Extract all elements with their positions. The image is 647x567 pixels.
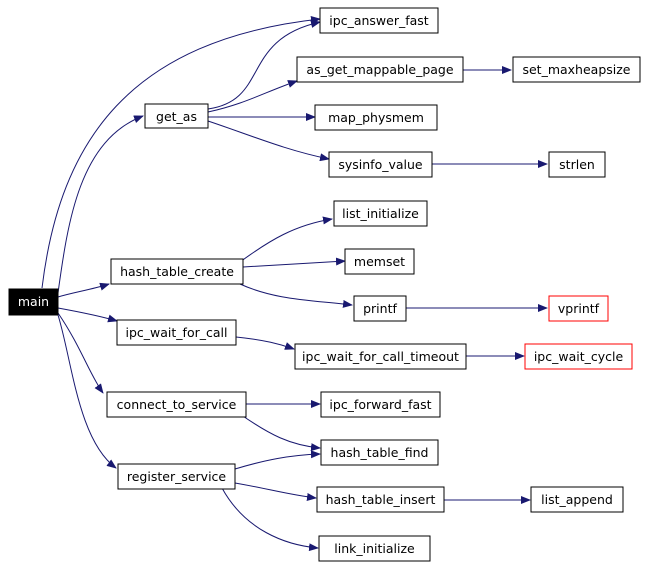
edge-register-service-hash-table-find: [234, 450, 321, 470]
node-label-ipc-wait-cycle: ipc_wait_cycle: [534, 349, 624, 364]
node-hash-table-find[interactable]: hash_table_find: [320, 439, 439, 466]
node-main[interactable]: main: [8, 288, 59, 316]
edge-get-as-ipc-answer-fast: [207, 20, 321, 110]
node-link-initialize[interactable]: link_initialize: [318, 535, 431, 562]
node-label-list-initialize: list_initialize: [342, 206, 419, 221]
node-list-append[interactable]: list_append: [530, 486, 624, 513]
node-label-as-get-mappable-page: as_get_mappable_page: [306, 62, 453, 77]
node-printf[interactable]: printf: [353, 295, 407, 322]
node-label-ipc-wait-for-call: ipc_wait_for_call: [126, 325, 228, 340]
node-label-connect-to-service: connect_to_service: [117, 397, 237, 412]
node-ipc-wait-for-call-timeout[interactable]: ipc_wait_for_call_timeout: [294, 343, 467, 370]
node-label-hash-table-insert: hash_table_insert: [326, 492, 436, 507]
node-ipc-wait-for-call[interactable]: ipc_wait_for_call: [116, 319, 237, 346]
node-label-ipc-forward-fast: ipc_forward_fast: [329, 397, 431, 412]
node-connect-to-service[interactable]: connect_to_service: [106, 391, 247, 418]
node-hash-table-create[interactable]: hash_table_create: [110, 258, 244, 285]
node-label-hash-table-create: hash_table_create: [120, 264, 234, 279]
node-label-set-maxheapsize: set_maxheapsize: [522, 62, 630, 77]
node-ipc-wait-cycle[interactable]: ipc_wait_cycle: [524, 343, 633, 370]
edge-ipc-wait-for-call-ipc-wait-for-call-timeout: [235, 336, 295, 350]
node-set-maxheapsize[interactable]: set_maxheapsize: [512, 56, 641, 83]
node-ipc-forward-fast[interactable]: ipc_forward_fast: [320, 391, 441, 418]
edge-main-ipc-answer-fast: [41, 16, 321, 289]
node-register-service[interactable]: register_service: [117, 463, 236, 490]
node-strlen[interactable]: strlen: [548, 151, 606, 178]
node-label-sysinfo-value: sysinfo_value: [338, 157, 423, 172]
node-label-vprintf: vprintf: [558, 301, 600, 316]
edge-main-register-service: [57, 314, 117, 469]
node-hash-table-insert[interactable]: hash_table_insert: [316, 486, 445, 513]
node-label-memset: memset: [354, 254, 405, 269]
edge-hash-table-create-memset: [242, 257, 346, 268]
node-label-hash-table-find: hash_table_find: [331, 445, 429, 460]
node-label-ipc-answer-fast: ipc_answer_fast: [329, 13, 429, 28]
node-memset[interactable]: memset: [344, 248, 415, 275]
node-label-map-physmem: map_physmem: [328, 110, 424, 125]
nodes: main get_as hash_table_create ipc_wait_f…: [8, 7, 641, 562]
edge-hash-table-create-printf: [239, 283, 353, 308]
edges: [41, 16, 548, 552]
node-label-printf: printf: [363, 301, 397, 316]
edge-hash-table-create-list-initialize: [239, 216, 333, 263]
node-get-as[interactable]: get_as: [144, 103, 209, 129]
node-ipc-answer-fast[interactable]: ipc_answer_fast: [319, 7, 439, 34]
node-as-get-mappable-page[interactable]: as_get_mappable_page: [296, 56, 464, 83]
node-label-main: main: [18, 294, 49, 309]
edge-main-connect-to-service: [57, 312, 104, 394]
edge-register-service-link-initialize: [221, 487, 319, 552]
node-label-register-service: register_service: [127, 469, 227, 484]
node-map-physmem[interactable]: map_physmem: [314, 104, 438, 131]
node-sysinfo-value[interactable]: sysinfo_value: [328, 151, 433, 178]
edge-main-get-as: [57, 115, 144, 294]
edge-get-as-sysinfo-value: [207, 120, 330, 162]
node-vprintf[interactable]: vprintf: [548, 295, 609, 322]
edge-connect-to-service-hash-table-find: [239, 413, 321, 452]
node-label-ipc-wait-for-call-timeout: ipc_wait_for_call_timeout: [302, 349, 459, 364]
node-label-list-append: list_append: [541, 492, 613, 507]
edge-main-ipc-wait-for-call: [57, 307, 118, 323]
node-label-get-as: get_as: [156, 109, 197, 124]
edge-register-service-hash-table-insert: [234, 482, 317, 501]
node-label-strlen: strlen: [559, 157, 595, 172]
node-list-initialize[interactable]: list_initialize: [333, 200, 428, 227]
node-label-link-initialize: link_initialize: [334, 541, 415, 556]
edge-main-hash-table-create: [57, 282, 110, 298]
edge-get-as-as-get-mappable-page: [207, 80, 298, 113]
